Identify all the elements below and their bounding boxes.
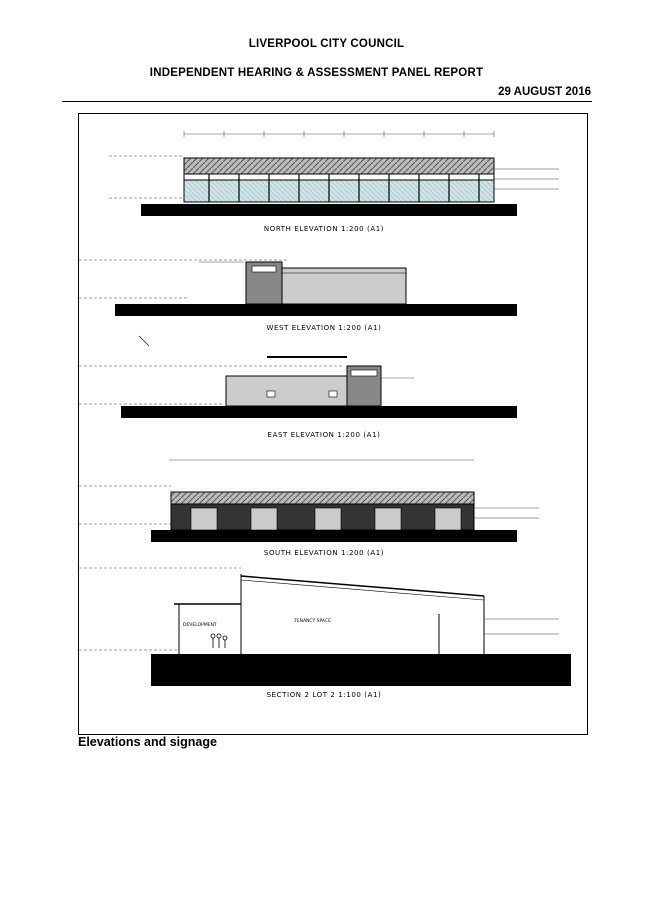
header-divider (62, 101, 592, 102)
figure-caption: Elevations and signage (78, 735, 217, 749)
section-tenancy-label: TENANCY SPACE (293, 618, 331, 624)
west-elevation: WEST ELEVATION 1:200 (A1) (79, 259, 517, 347)
report-title: INDEPENDENT HEARING & ASSESSMENT PANEL R… (149, 67, 484, 79)
org-title: LIVERPOOL CITY COUNCIL (248, 38, 405, 50)
drawing-frame: NORTH ELEVATION 1:200 (A1) WEST ELEVATIO… (78, 113, 588, 735)
east-elevation-label: EAST ELEVATION 1:200 (A1) (268, 431, 381, 439)
south-elevation-label: SOUTH ELEVATION 1:200 (A1) (264, 549, 384, 557)
section-2-lot-2: DEVELOPMENT TENANCY SPACE SECTION 2 LOT … (79, 567, 571, 699)
people-figures (210, 633, 228, 648)
section-label: SECTION 2 LOT 2 1:100 (A1) (267, 691, 382, 699)
west-elevation-label: WEST ELEVATION 1:200 (A1) (266, 324, 381, 332)
south-elevation: SOUTH ELEVATION 1:200 (A1) (79, 459, 539, 557)
section-room-label: DEVELOPMENT (183, 622, 217, 628)
north-elevation-label: NORTH ELEVATION 1:200 (A1) (264, 225, 384, 233)
report-date: 29 AUGUST 2016 (498, 86, 591, 98)
architectural-drawings: NORTH ELEVATION 1:200 (A1) WEST ELEVATIO… (79, 131, 571, 699)
east-elevation: EAST ELEVATION 1:200 (A1) (79, 356, 517, 439)
north-elevation: NORTH ELEVATION 1:200 (A1) (109, 131, 559, 233)
